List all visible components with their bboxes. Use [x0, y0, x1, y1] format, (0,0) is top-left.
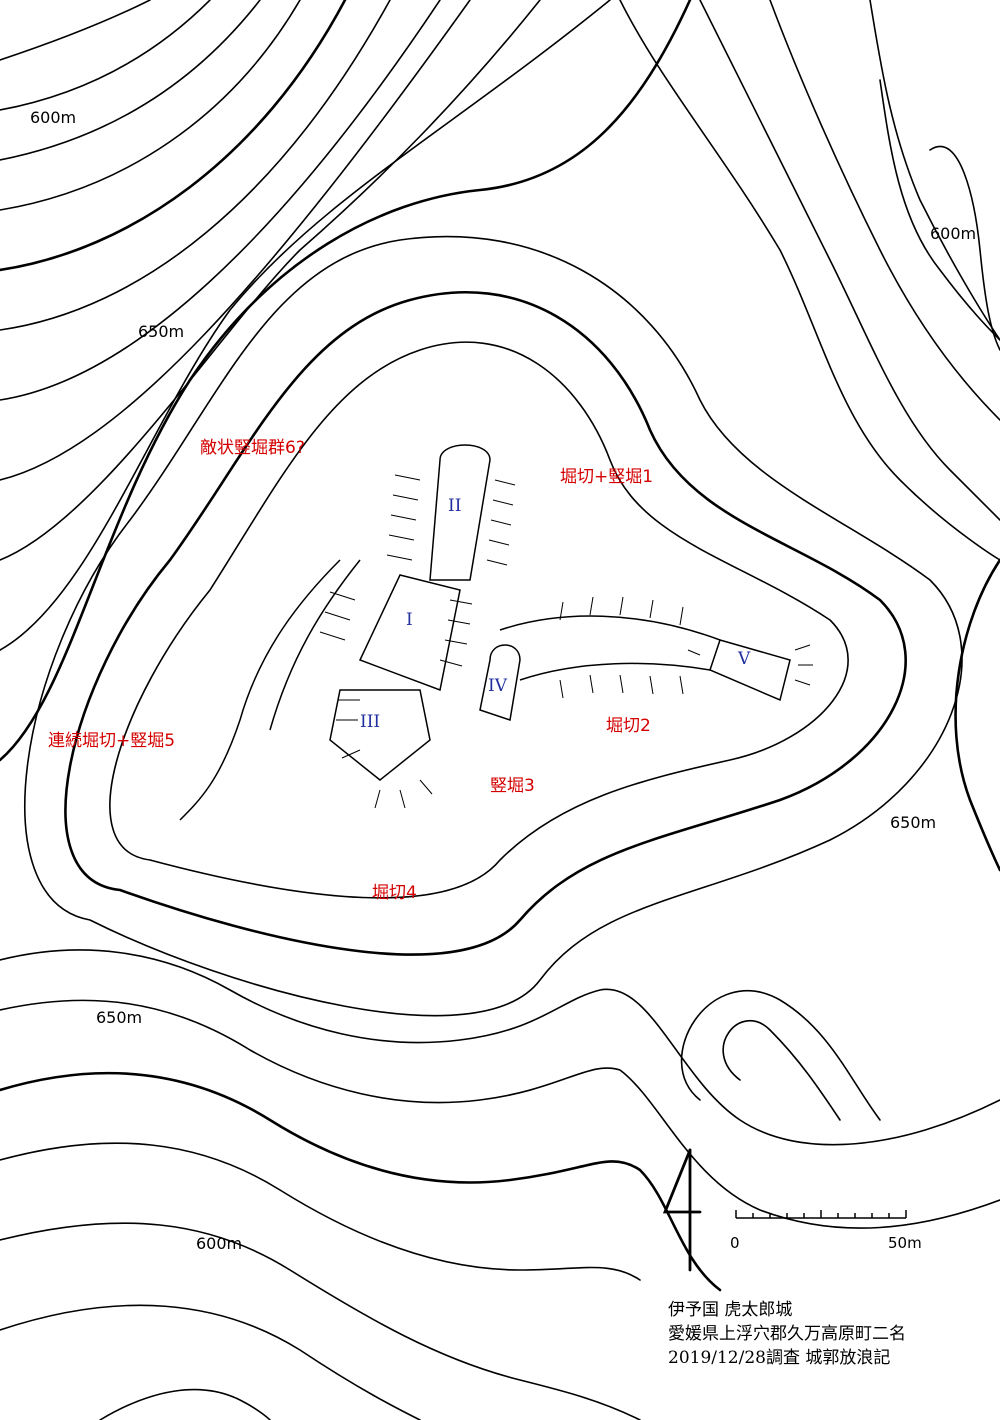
scale-label-zero: 0 [730, 1234, 740, 1252]
feature-label-moat-4: 堀切4 [372, 883, 417, 903]
caption-location: 愛媛県上浮穴郡久万高原町二名 [668, 1324, 906, 1344]
scale-bar [735, 1210, 907, 1219]
scale-label-end: 50m [888, 1234, 922, 1252]
contour-label-600m-northwest: 600m [30, 108, 77, 127]
castle-ruins [179, 444, 813, 821]
enclosure-label-4: IV [488, 676, 507, 696]
contour-label-600m-northeast: 600m [930, 224, 977, 243]
feature-label-moat-2: 堀切2 [606, 716, 651, 736]
contour-label-650m-west: 650m [138, 322, 185, 341]
enclosure-label-1: I [406, 610, 413, 630]
caption-castle-name: 伊予国 虎太郎城 [668, 1300, 793, 1320]
north-arrow-icon [662, 1148, 702, 1272]
feature-label-moat-3: 竪堀3 [490, 776, 535, 796]
caption-survey-date: 2019/12/28調査 城郭放浪記 [668, 1348, 891, 1368]
feature-label-vertical-moats-6: 敵状竪堀群6? [200, 438, 305, 458]
feature-label-moat-5: 連続堀切+竪堀5 [48, 731, 176, 751]
feature-label-moat-1: 堀切+竪堀1 [560, 467, 654, 487]
enclosure-label-2: II [448, 496, 462, 516]
contour-label-600m-south: 600m [196, 1234, 243, 1253]
scarp-hachures [319, 474, 813, 809]
contour-label-650m-southwest: 650m [96, 1008, 143, 1027]
map-caption: 伊予国 虎太郎城 愛媛県上浮穴郡久万高原町二名 2019/12/28調査 城郭放… [668, 1298, 906, 1370]
enclosure-label-5: V [738, 649, 751, 669]
enclosure-label-3: III [360, 712, 381, 732]
contour-label-650m-east: 650m [890, 813, 937, 832]
